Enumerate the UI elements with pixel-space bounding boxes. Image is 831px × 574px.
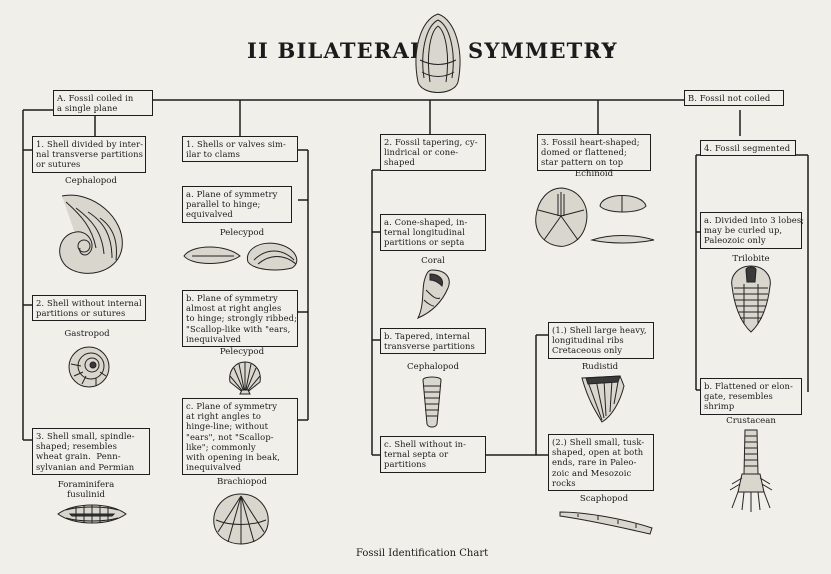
branch-b-box: B. Fossil not coiled — [684, 90, 784, 107]
cephalopod-label: Cephalopod — [65, 176, 117, 186]
scallop-illustration — [229, 361, 261, 395]
rudistid-label: Rudistid — [581, 362, 619, 372]
coral-label: Coral — [421, 256, 445, 266]
crustacean-illustration — [729, 429, 773, 512]
brachiopod-label: Brachiopod — [217, 477, 267, 487]
chart-title: II BILATERAL — [247, 38, 426, 63]
tusk-shaped-box: (2.) Shell small, tusk- shaped, open at … — [548, 434, 654, 492]
clam-like-box: 1. Shells or valves sim- ilar to clams — [182, 136, 298, 163]
brachiopod-box: c. Plane of symmetry at right angles to … — [182, 398, 298, 476]
scaphopod-label: Scaphopod — [579, 494, 629, 504]
parallel-hinge-box: a. Plane of symmetry parallel to hinge; … — [182, 186, 292, 223]
horn-coral-illustration — [416, 269, 450, 319]
segmented-box: 4. Fossil segmented — [700, 140, 796, 157]
three-lobes-box: a. Divided into 3 lobes; may be curled u… — [700, 212, 804, 249]
heart-shaped-box: 3. Fossil heart-shaped; domed or flatten… — [537, 134, 651, 171]
gastropod-label: Gastropod — [64, 329, 110, 339]
foraminifera-label: Foraminifera fusulinid — [57, 480, 115, 500]
pelecypod-label-a: Pelecypod — [219, 228, 265, 238]
trilobite-illustration — [731, 265, 771, 333]
scaphopod-illustration — [559, 511, 653, 535]
gastropod-illustration — [68, 346, 110, 388]
brachiopod-illustration — [213, 493, 269, 545]
coiled-partitions-box: 1. Shell divided by inter- nal transvers… — [32, 136, 146, 173]
tapering-box: 2. Fossil tapering, cy- lindrical or con… — [380, 134, 486, 171]
pelecypod-label-b: Pelecypod — [219, 347, 265, 357]
large-heavy-shell-box: (1.) Shell large heavy, longitudinal rib… — [548, 322, 654, 359]
no-septa-box: c. Shell without in- ternal septa or par… — [380, 436, 486, 473]
echinoid-illustration — [535, 187, 655, 247]
shrimp-like-box: b. Flattened or elon- gate, resembles sh… — [700, 378, 802, 415]
chart-caption: Fossil Identification Chart — [356, 548, 489, 559]
spindle-box: 3. Shell small, spindle- shaped; resembl… — [32, 428, 150, 475]
branch-a-box: A. Fossil coiled in a single plane — [53, 90, 153, 117]
fusulinid-illustration — [57, 504, 127, 524]
title-dots: • • — [592, 42, 617, 57]
ammonite-illustration — [59, 194, 123, 274]
no-partitions-box: 2. Shell without internal partitions or … — [32, 295, 146, 322]
echinoid-label: Echinoid — [574, 169, 614, 179]
pelecypod-pair-illustration — [183, 242, 298, 271]
right-angle-hinge-box: b. Plane of symmetry almost at right ang… — [182, 290, 298, 348]
straight-cephalopod-illustration — [422, 376, 442, 428]
trilobite-label: Trilobite — [732, 254, 770, 264]
crustacean-label: Crustacean — [726, 416, 776, 426]
cephalopod-label-2: Cephalopod — [407, 362, 459, 372]
cone-shaped-box: a. Cone-shaped, in- ternal longitudinal … — [380, 214, 486, 251]
tapered-partitions-box: b. Tapered, internal transverse partitio… — [380, 328, 486, 355]
clam-illustration — [415, 13, 461, 93]
chart-title-continued: SYMMETRY — [468, 38, 618, 63]
rudistid-illustration — [581, 375, 625, 423]
